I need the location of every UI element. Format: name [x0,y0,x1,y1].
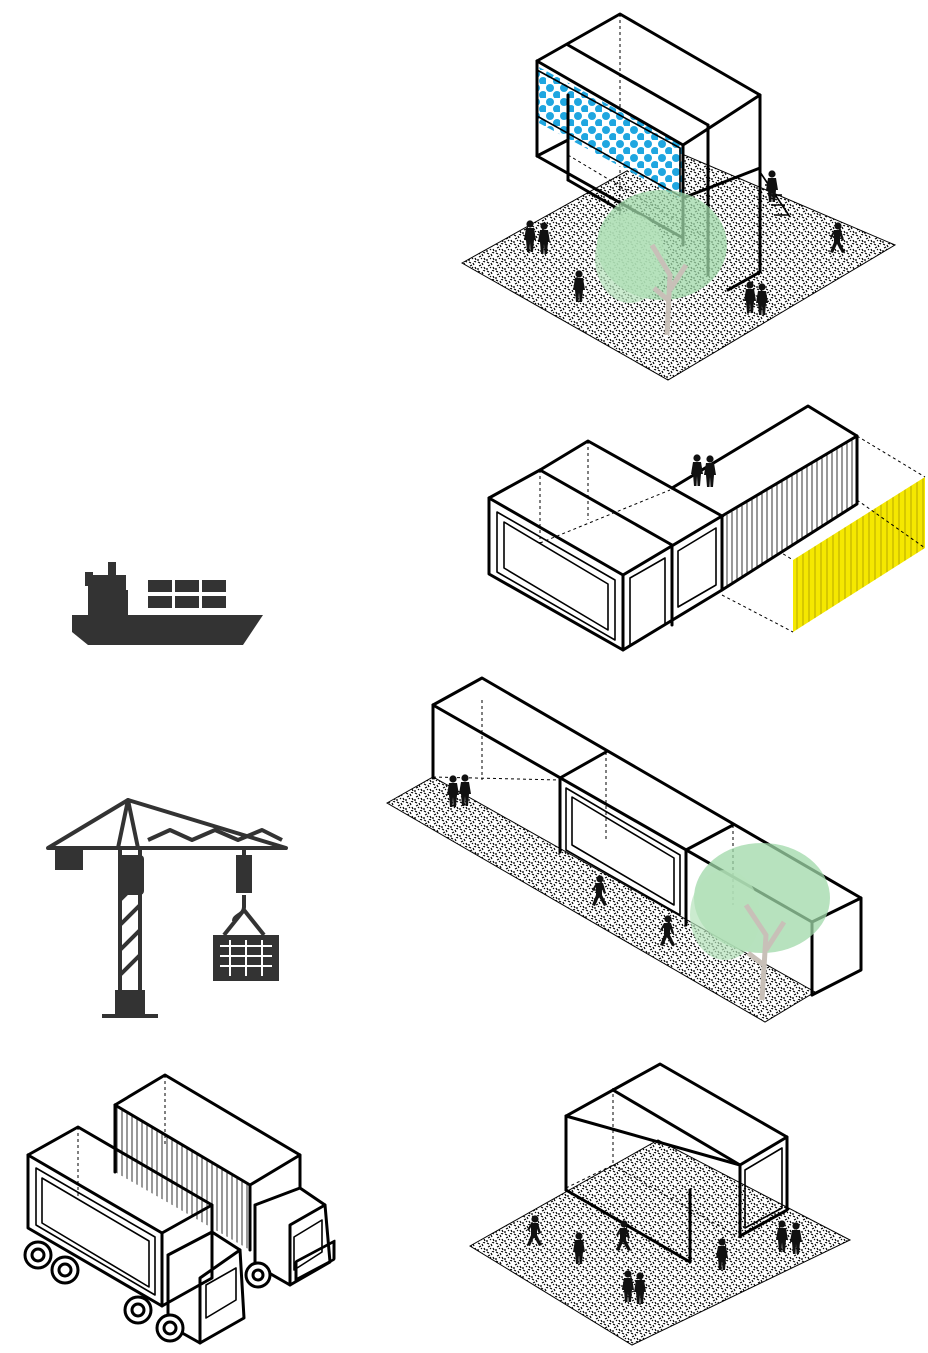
container-trucks-icon [25,1075,334,1343]
container-ship-icon [72,562,263,645]
linear-container-walkway [387,678,861,1022]
tower-crane-icon [48,800,286,1016]
double-container-pavilion [470,1064,850,1345]
stacked-container-pavilion [462,14,895,380]
l-shaped-container-kiosk [489,406,925,650]
